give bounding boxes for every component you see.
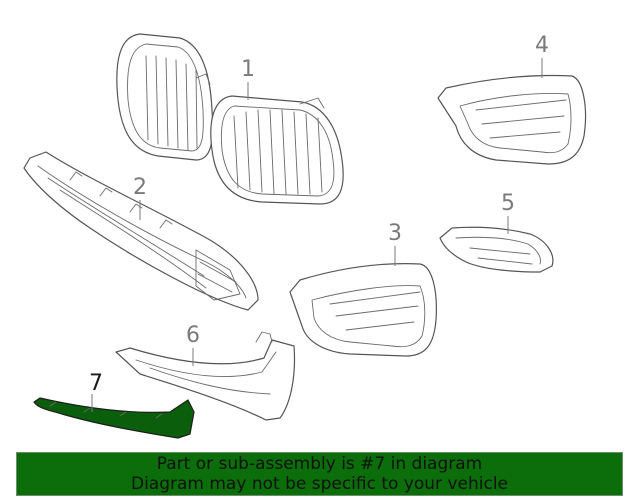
callout-2: 2 xyxy=(133,175,147,200)
lower-trim-part xyxy=(115,331,296,421)
banner-line-2: Diagram may not be specific to your vehi… xyxy=(130,474,508,494)
callout-6: 6 xyxy=(186,323,200,348)
callout-1: 1 xyxy=(241,57,255,82)
callout-3: 3 xyxy=(388,221,402,246)
banner-line-1: Part or sub-assembly is #7 in diagram xyxy=(156,454,483,474)
lower-grille-part xyxy=(23,151,259,311)
bracket-part xyxy=(439,226,554,273)
spoiler-strip-part xyxy=(33,397,195,439)
callout-5: 5 xyxy=(501,191,515,216)
vent-trim-part xyxy=(289,263,437,357)
callout-7: 7 xyxy=(89,371,103,396)
kidney-grille-part xyxy=(116,33,344,205)
upper-trim-part xyxy=(437,74,587,165)
info-banner: Part or sub-assembly is #7 in diagram Di… xyxy=(16,452,623,496)
callout-4: 4 xyxy=(535,33,549,58)
